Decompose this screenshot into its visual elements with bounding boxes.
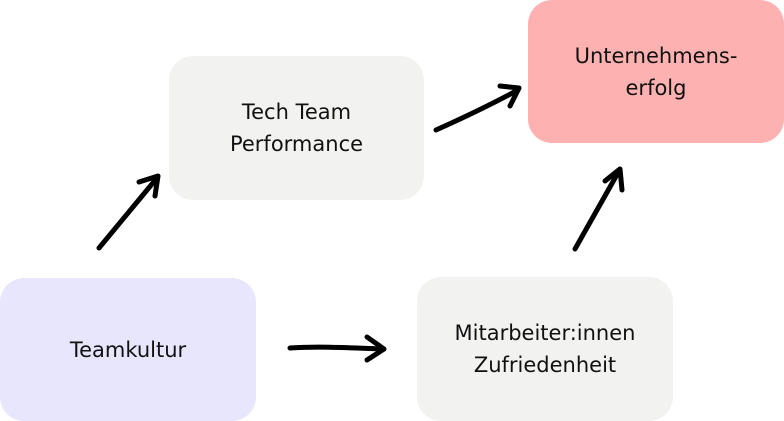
node-tech-team-performance: Tech Team Performance xyxy=(169,56,424,200)
arrow-tech-team-performance-to-unternehmenserfolg-head xyxy=(497,83,522,109)
node-tech-team-performance-label: Tech Team Performance xyxy=(230,96,363,160)
node-mitarbeiter-zufriedenheit-label: Mitarbeiter:innen Zufriedenheit xyxy=(455,317,636,381)
arrow-zufriedenheit-to-unternehmenserfolg-head xyxy=(602,166,625,193)
arrow-zufriedenheit-to-unternehmenserfolg-shaft xyxy=(572,168,622,252)
node-unternehmenserfolg-line-1: Unternehmens- xyxy=(574,44,738,68)
arrow-tech-team-performance-to-unternehmenserfolg-shaft xyxy=(433,87,521,133)
node-mitarbeiter-zufriedenheit-line-1: Mitarbeiter:innen xyxy=(454,321,636,345)
arrow-teamkultur-to-tech-team-performance xyxy=(96,173,161,251)
node-unternehmenserfolg-label: Unternehmens- erfolg xyxy=(575,40,738,104)
node-teamkultur-label: Teamkultur xyxy=(70,334,186,366)
node-tech-team-performance-line-1: Tech Team xyxy=(241,100,352,124)
node-mitarbeiter-zufriedenheit-line-2: Zufriedenheit xyxy=(473,353,617,377)
node-teamkultur: Teamkultur xyxy=(0,278,256,421)
arrow-tech-team-performance-to-unternehmenserfolg xyxy=(433,83,522,133)
arrow-zufriedenheit-to-unternehmenserfolg xyxy=(572,166,625,252)
arrow-teamkultur-to-tech-team-performance-shaft xyxy=(96,175,160,251)
node-teamkultur-line-1: Teamkultur xyxy=(69,337,187,362)
node-unternehmenserfolg: Unternehmens- erfolg xyxy=(528,0,784,143)
arrow-teamkultur-to-tech-team-performance-head xyxy=(136,173,161,199)
node-mitarbeiter-zufriedenheit: Mitarbeiter:innen Zufriedenheit xyxy=(417,277,673,421)
arrow-teamkultur-to-zufriedenheit xyxy=(287,334,387,363)
node-unternehmenserfolg-line-2: erfolg xyxy=(625,76,687,100)
arrow-teamkultur-to-zufriedenheit-shaft xyxy=(287,344,386,352)
node-tech-team-performance-line-2: Performance xyxy=(229,132,364,156)
arrow-teamkultur-to-zufriedenheit-head xyxy=(364,334,387,363)
